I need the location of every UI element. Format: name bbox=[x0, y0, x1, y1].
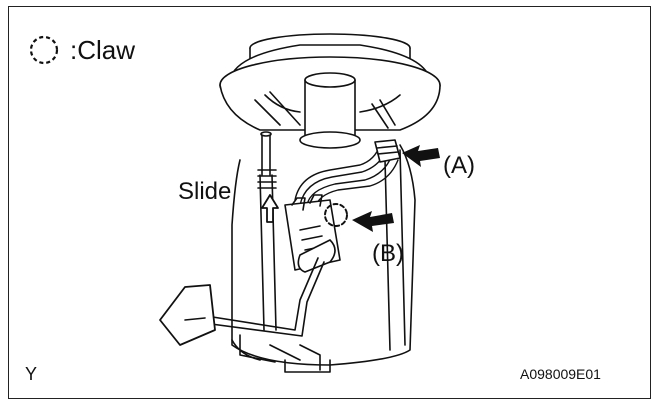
claw-legend-icon bbox=[29, 35, 59, 65]
callout-a-label: (A) bbox=[443, 152, 475, 179]
corner-mark: Y bbox=[25, 364, 38, 384]
slide-arrow-icon bbox=[261, 194, 279, 223]
claw-marker-b-icon bbox=[324, 203, 348, 227]
pointer-arrow-b-icon bbox=[352, 211, 394, 232]
pump-assembly bbox=[159, 33, 441, 373]
pointer-arrow-a-icon bbox=[402, 145, 440, 167]
slide-label: Slide bbox=[178, 178, 232, 205]
callout-b-label: (B) bbox=[372, 240, 404, 267]
legend-label: :Claw bbox=[70, 35, 136, 65]
figure-code: A098009E01 bbox=[520, 366, 601, 382]
